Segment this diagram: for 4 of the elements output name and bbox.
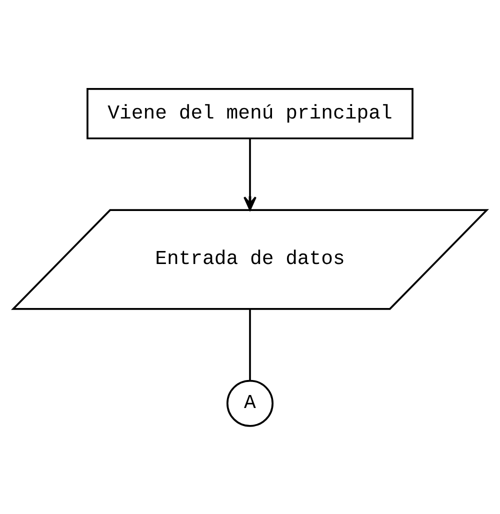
arrow: [244, 138, 256, 210]
node-box: Viene del menú principal: [86, 88, 414, 139]
node-circle: A: [226, 379, 274, 426]
connector: [249, 308, 251, 380]
